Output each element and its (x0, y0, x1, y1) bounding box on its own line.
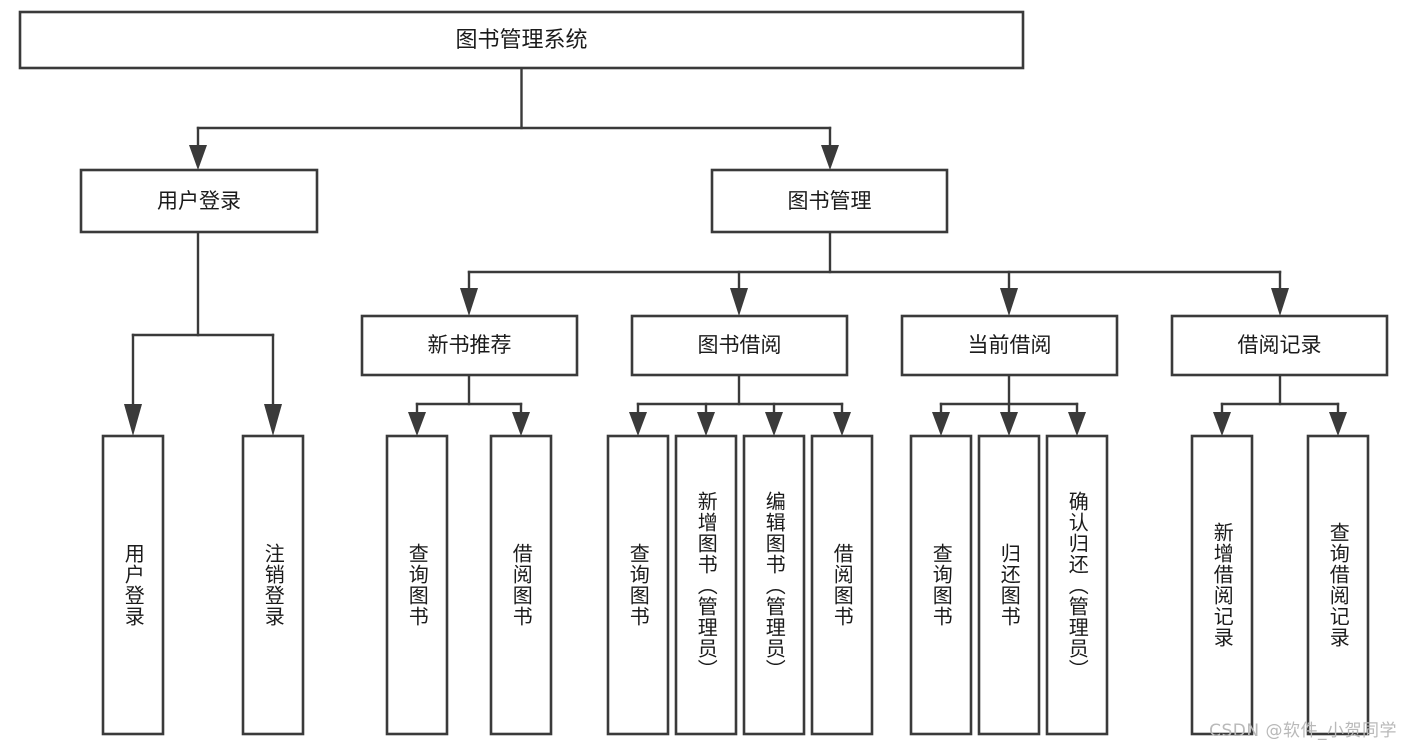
node-book-management[interactable]: 图书管理 (710, 168, 949, 234)
connector-borrowrecord-to-leaves (1213, 373, 1347, 436)
node-user-login[interactable]: 用户登录 (79, 168, 319, 234)
node-book-borrow[interactable]: 图书借阅 (630, 314, 849, 377)
leaf-box-user-login-0[interactable] (101, 434, 165, 736)
node-current-borrow-label: 当前借阅 (968, 333, 1052, 357)
leaf-boxes-borrow-record (1190, 434, 1370, 736)
connector-root-to-level2 (189, 66, 839, 170)
node-book-borrow-label: 图书借阅 (698, 333, 782, 357)
node-new-book-recommend-label: 新书推荐 (428, 333, 512, 357)
connector-bookmgmt-to-level3 (460, 230, 1289, 316)
leaf-box-currentborrow-1[interactable] (977, 434, 1041, 736)
leaf-box-bookborrow-1[interactable] (674, 434, 738, 736)
leaf-boxes-book-borrow (606, 434, 874, 736)
leaf-box-currentborrow-2[interactable] (1045, 434, 1109, 736)
leaf-boxes-user-login (101, 434, 305, 736)
node-root-system-label: 图书管理系统 (455, 28, 587, 53)
leaf-box-newbook-0[interactable] (385, 434, 449, 736)
connector-userlogin-to-leaves (124, 230, 282, 436)
leaf-boxes-new-book-recommend (385, 434, 553, 736)
node-borrow-record[interactable]: 借阅记录 (1170, 314, 1389, 377)
node-current-borrow[interactable]: 当前借阅 (900, 314, 1119, 377)
watermark-text: CSDN @软件_小贺同学 (1209, 721, 1397, 741)
connector-newbook-to-leaves (408, 373, 530, 436)
node-borrow-record-label: 借阅记录 (1238, 333, 1322, 357)
leaf-box-user-login-1[interactable] (241, 434, 305, 736)
leaf-box-borrowrecord-0[interactable] (1190, 434, 1254, 736)
leaf-box-bookborrow-3[interactable] (810, 434, 874, 736)
leaf-box-bookborrow-2[interactable] (742, 434, 806, 736)
leaf-box-borrowrecord-1[interactable] (1306, 434, 1370, 736)
node-root-system[interactable]: 图书管理系统 (18, 10, 1025, 70)
leaf-box-currentborrow-0[interactable] (909, 434, 973, 736)
leaf-boxes-current-borrow (909, 434, 1109, 736)
leaf-box-newbook-1[interactable] (489, 434, 553, 736)
node-new-book-recommend[interactable]: 新书推荐 (360, 314, 579, 377)
connector-bookborrow-to-leaves (629, 373, 851, 436)
connector-currentborrow-to-leaves (932, 373, 1086, 436)
leaf-box-bookborrow-0[interactable] (606, 434, 670, 736)
node-book-management-label: 图书管理 (788, 189, 872, 213)
node-user-login-label: 用户登录 (157, 189, 241, 213)
